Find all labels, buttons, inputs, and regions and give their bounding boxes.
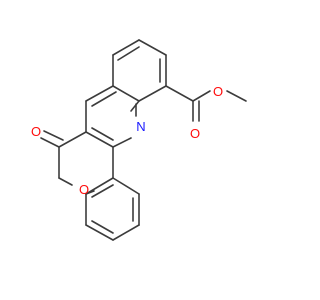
bond <box>130 100 140 112</box>
ester-carbonyl-oxygen-label: O <box>190 126 200 141</box>
carbonyl-oxygen-label: O <box>31 124 41 139</box>
bond <box>112 39 140 56</box>
ring-oxygen-label: O <box>79 182 89 197</box>
bond <box>58 131 87 148</box>
bond <box>85 131 114 148</box>
bond <box>112 224 140 241</box>
bond <box>58 177 73 186</box>
bond-carbonyl <box>40 137 60 148</box>
nitrogen-atom-label: N <box>136 119 145 134</box>
bond-carbonyl <box>43 130 64 141</box>
bond <box>112 85 140 102</box>
bond <box>192 90 211 102</box>
bond <box>138 39 167 56</box>
bond-double-inner <box>91 127 114 141</box>
molecule-structure-diagram: N O O O O <box>31 39 247 241</box>
bond <box>165 85 194 102</box>
bond <box>85 85 114 102</box>
bond <box>112 137 132 148</box>
bond-double-inner <box>117 46 140 61</box>
bond <box>85 177 114 195</box>
bond-double-inner <box>91 184 114 198</box>
ester-ether-oxygen-label: O <box>213 84 223 99</box>
bond-double-inner <box>91 91 117 107</box>
bond <box>112 177 140 195</box>
bond <box>85 224 114 241</box>
bond <box>138 85 167 102</box>
bond-double-inner <box>91 220 114 234</box>
bond <box>226 90 247 102</box>
